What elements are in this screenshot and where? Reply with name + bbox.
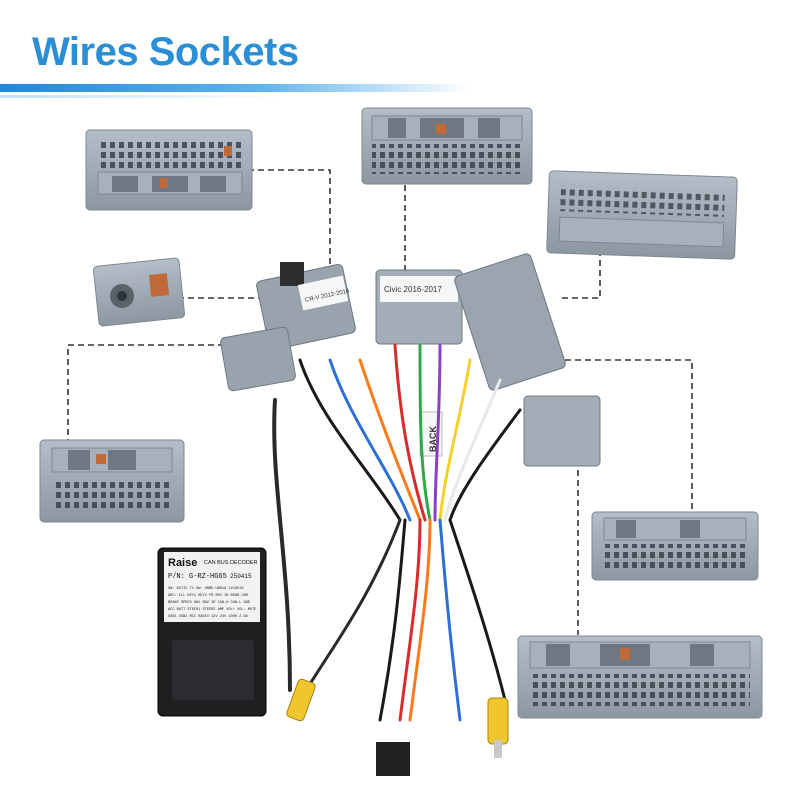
- harness-wires: [272, 343, 522, 722]
- connector-bottom-right: [517, 635, 763, 719]
- connector-top-right: [546, 170, 738, 260]
- page-title: Wires Sockets: [32, 30, 299, 74]
- connector-right-middle: [591, 511, 759, 581]
- decoder-line1: SW: KOTIC T1 HW: HNMD-UB816 1210516: [168, 587, 243, 591]
- decoder-line2: ARC: ILL KEY1 KEY2 FR REV IN REAR CAM: [168, 594, 248, 598]
- rca-plugs: [286, 678, 509, 776]
- connector-small-antenna: [92, 257, 186, 327]
- connector-top-center: [361, 107, 533, 185]
- connector-left-middle: [39, 439, 185, 523]
- decoder-line4: ACC BATT STEER1 STEER2 AMP VOL+ VOL- MUT…: [168, 608, 256, 612]
- decoder-date-code: 250415: [230, 573, 252, 580]
- title-underline-thin: [0, 95, 290, 98]
- decoder-type: CAN BUS DECODER: [204, 560, 258, 566]
- harness-plugs: [220, 253, 601, 467]
- decoder-line5: USB1 USB2 MIC RADIO 12V 24V 100% 2.0A: [168, 615, 249, 619]
- back-tag: BACK: [428, 426, 438, 452]
- canbus-decoder: Raise CAN BUS DECODER P/N: G-RZ-HG65 250…: [157, 547, 267, 717]
- title-underline: [0, 84, 470, 92]
- decoder-part-number: P/N: G-RZ-HG65: [168, 573, 227, 581]
- civic-tag: Civic 2016-2017: [384, 285, 442, 294]
- decoder-line3: BRAKE SPEED SW1 SW2 IR CAN-H CAN-L GND: [168, 601, 250, 605]
- leader-lines: [67, 165, 693, 635]
- decoder-brand: Raise: [168, 557, 197, 569]
- connector-top-left: [85, 129, 253, 211]
